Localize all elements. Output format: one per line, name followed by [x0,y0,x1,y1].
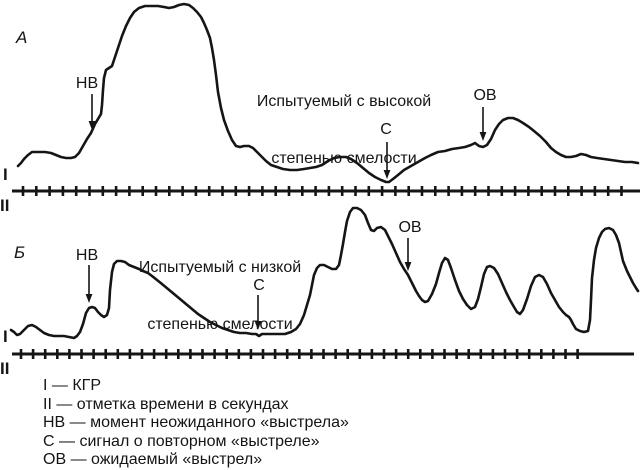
figure-legend: I — КГР II — отметка времени в секундах … [43,377,349,470]
panel-b-label: Б [14,243,26,262]
annotation-arrowhead-icon [383,170,391,179]
panel-a-caption-line1: Испытуемый с высокой [256,93,432,110]
annotation-ov-label-b: ОВ [398,219,422,236]
panel-b-graphics [9,206,640,359]
panel-a-trace-label: I [3,165,8,184]
legend-line-time: II — отметка времени в секундах [43,395,289,413]
annotation-arrowhead-icon [88,121,96,130]
panel-b-caption: Испытуемый с низкой степенью смелости [120,220,320,372]
annotation-arrowhead-icon [404,262,412,271]
panel-a-caption-line2: степенью смелости [271,150,417,167]
legend-line-kgr: I — КГР [43,377,101,394]
legend-line-ov: ОВ — ожидаемый «выстрел» [43,451,263,469]
annotation-s-label-b: С [253,277,265,294]
panel-a-time-label: II [0,196,10,215]
panel-a-caption: Испытуемый с высокой степенью смелости [236,54,452,206]
annotation-nv-label-b: НВ [75,247,99,264]
annotation-arrowhead-icon [85,294,93,303]
panel-b-caption-line1: Испытуемый с низкой [138,259,302,276]
annotation-ov-label-a: ОВ [473,87,497,104]
annotation-arrowhead-icon [479,132,487,141]
annotation-nv-label-a: НВ [75,75,99,92]
annotation-s-label-a: С [380,121,392,138]
gsr-trace-A [16,2,640,184]
legend-line-s: С — сигнал о повторном «выстреле» [43,432,320,450]
panel-a-graphics [12,2,640,196]
panel-b-time-label: II [0,359,10,378]
annotation-arrowhead-icon [254,321,262,330]
panel-b-caption-line2: степенью смелости [147,316,293,333]
gsr-trace-B [9,206,640,340]
legend-line-nv: НВ — момент неожиданного «выстрела» [43,414,349,432]
panel-b-trace-label: I [3,327,8,346]
panel-a-label: А [16,28,28,47]
